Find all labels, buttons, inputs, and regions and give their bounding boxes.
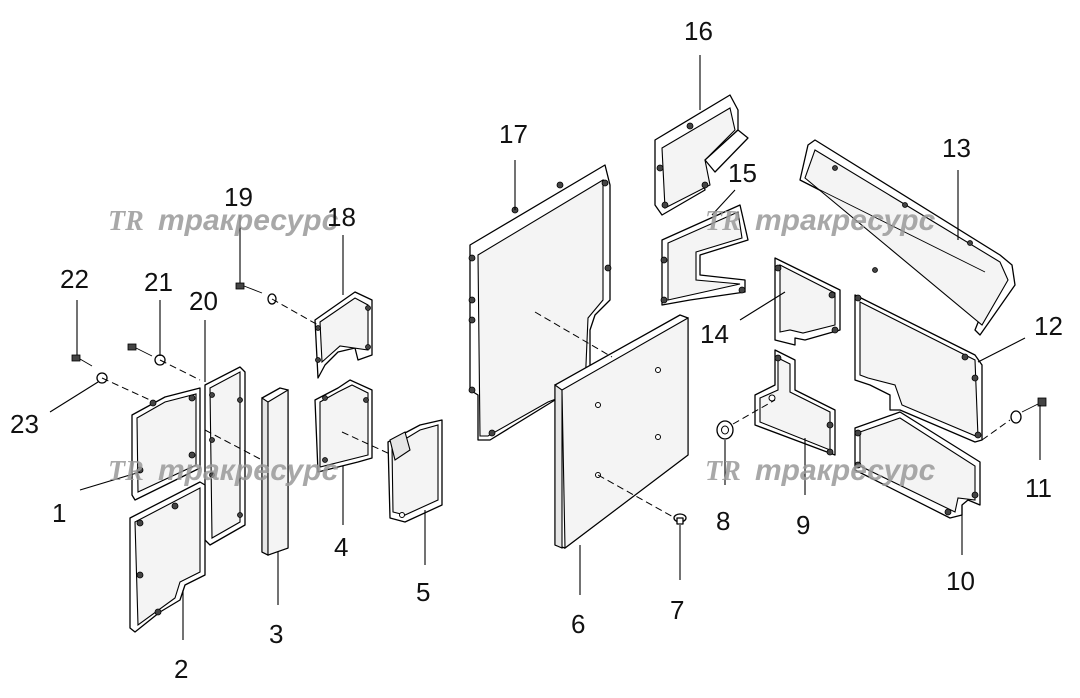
part-10-panel (854, 411, 981, 519)
callout-23: 23 (10, 409, 39, 439)
callout-5: 5 (416, 577, 430, 607)
part-2-plate (129, 481, 206, 633)
part-15-bracket (660, 204, 749, 306)
callout-18: 18 (327, 202, 356, 232)
part-6-plate (554, 314, 689, 550)
callout-3: 3 (269, 619, 283, 649)
part-22-bolt (71, 354, 93, 367)
part-3-bar (261, 387, 289, 556)
callout-10: 10 (946, 566, 975, 596)
callout-6: 6 (571, 609, 585, 639)
callout-15: 15 (728, 158, 757, 188)
watermark-brand: тракресурс (755, 454, 936, 487)
callout-20: 20 (189, 286, 218, 316)
watermark-logo: TR (108, 456, 144, 487)
callout-8: 8 (716, 506, 730, 536)
part-5-block (387, 419, 443, 523)
leader-lines (49, 55, 1041, 640)
part-8-washer (716, 420, 734, 440)
part-18-bracket (314, 291, 373, 379)
part-1-plate (131, 387, 201, 501)
part-7-bolt (673, 513, 687, 525)
watermark-brand: тракресурс (158, 204, 339, 237)
callout-17: 17 (499, 119, 528, 149)
watermark-top-right: TR тракресурс (705, 204, 936, 237)
assembly-axes (101, 298, 1011, 519)
callout-21: 21 (144, 267, 173, 297)
part-13-top-cover (799, 139, 1016, 336)
watermark-brand: тракресурс (158, 454, 339, 487)
watermark-bottom-right: TR тракресурс (705, 454, 936, 487)
part-17-large-panel (468, 164, 612, 441)
callout-9: 9 (796, 510, 810, 540)
callout-2: 2 (174, 654, 188, 684)
watermark-top-left: TR тракресурс (108, 204, 339, 237)
part-9-plate (754, 349, 836, 456)
watermark-brand: тракресурс (755, 204, 936, 237)
part-19-bolt (235, 282, 277, 305)
part-16-bracket (654, 94, 749, 216)
watermark-bottom-left: TR тракресурс (108, 454, 339, 487)
callout-11: 11 (1025, 473, 1052, 503)
callout-13: 13 (942, 133, 971, 163)
part-12-side-panel (854, 294, 983, 443)
part-11-bolt (1010, 397, 1047, 424)
callout-16: 16 (684, 16, 713, 46)
callout-7: 7 (670, 595, 684, 625)
callout-4: 4 (334, 532, 348, 562)
callout-12: 12 (1034, 311, 1063, 341)
callout-1: 1 (52, 498, 66, 528)
watermark-logo: TR (108, 206, 144, 237)
watermark-logo: TR (705, 206, 741, 237)
part-20-plate (204, 366, 246, 546)
callout-labels: 1 2 3 4 5 6 7 8 9 10 11 12 13 14 15 16 1… (10, 16, 1063, 684)
part-4-bracket (314, 379, 373, 473)
callout-19: 19 (224, 182, 253, 212)
part-14-side-plate (774, 257, 841, 346)
callout-14: 14 (700, 319, 729, 349)
watermark-logo: TR (705, 456, 741, 487)
callout-22: 22 (60, 264, 89, 294)
